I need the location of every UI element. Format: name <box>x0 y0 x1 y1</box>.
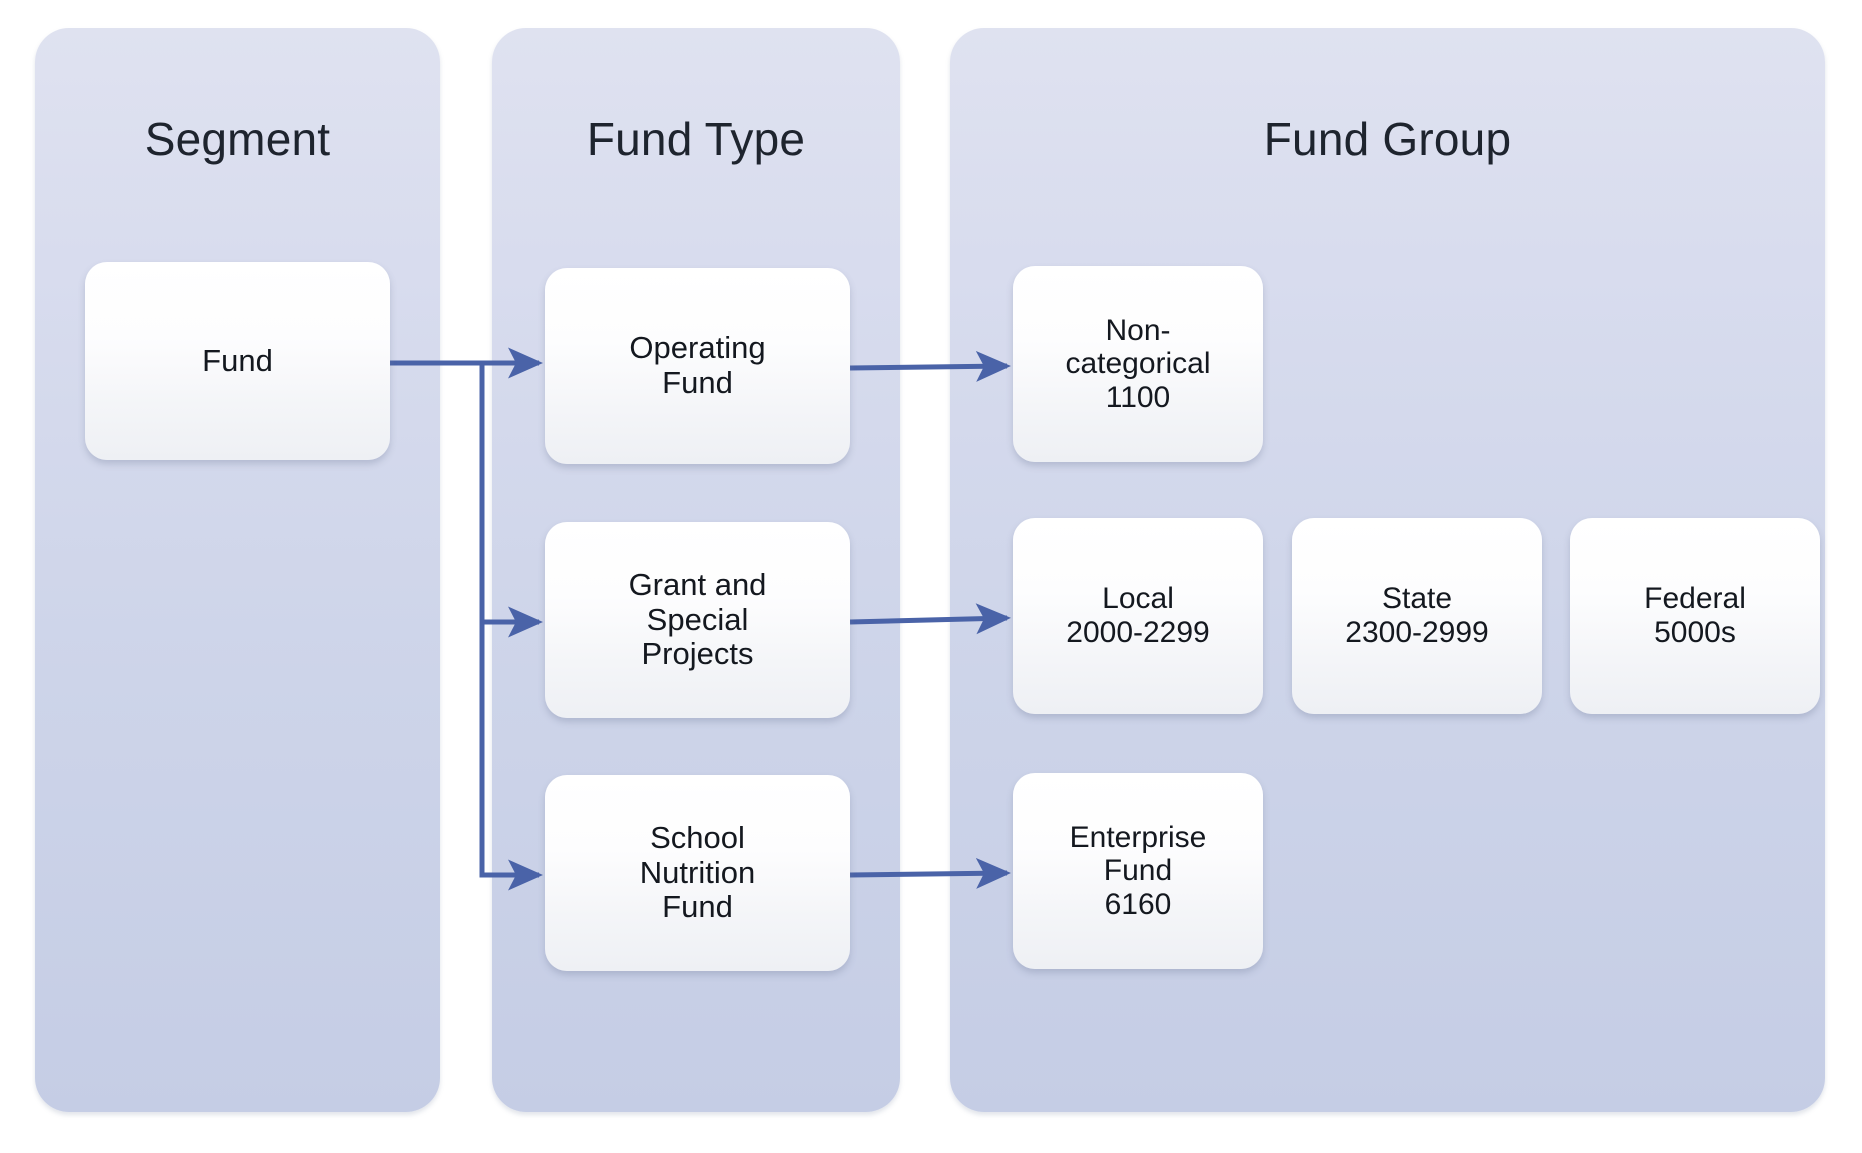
column-title-segment: Segment <box>144 113 331 165</box>
node-fund[interactable]: Fund <box>85 262 390 460</box>
node-label: Fund <box>202 342 273 378</box>
node-operating-fund[interactable]: Operating Fund <box>545 268 850 464</box>
node-label: Operating Fund <box>629 330 766 400</box>
node-label: Local 2000-2299 <box>1066 582 1210 649</box>
column-title-fund-group: Fund Group <box>1263 113 1512 165</box>
node-federal-5000s[interactable]: Federal 5000s <box>1570 518 1820 714</box>
column-title-fund-type: Fund Type <box>586 113 806 165</box>
node-label: Grant and Special Projects <box>628 566 767 672</box>
node-label: Enterprise Fund 6160 <box>1069 820 1207 921</box>
node-non-categorical-1100[interactable]: Non- categorical 1100 <box>1013 266 1263 462</box>
node-label: School Nutrition Fund <box>639 819 756 925</box>
node-label: State 2300-2999 <box>1345 582 1489 649</box>
node-state-2300-2999[interactable]: State 2300-2999 <box>1292 518 1542 714</box>
node-school-nutrition-fund[interactable]: School Nutrition Fund <box>545 775 850 971</box>
column-panel-segment <box>35 28 440 1112</box>
node-local-2000-2299[interactable]: Local 2000-2299 <box>1013 518 1263 714</box>
node-grant-and-special-projects[interactable]: Grant and Special Projects <box>545 522 850 718</box>
node-label: Federal 5000s <box>1644 582 1746 649</box>
node-enterprise-fund-6160[interactable]: Enterprise Fund 6160 <box>1013 773 1263 969</box>
node-label: Non- categorical 1100 <box>1065 313 1211 414</box>
